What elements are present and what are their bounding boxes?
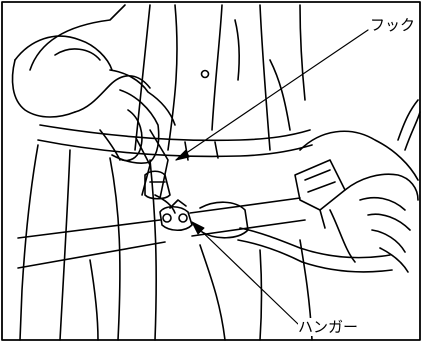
hook-leader-line <box>176 30 368 160</box>
throttle-grip <box>295 160 355 262</box>
operator-torso <box>30 5 305 150</box>
hanger-leader-line <box>192 222 298 324</box>
right-gloved-hand <box>300 100 420 272</box>
illustration-frame <box>2 2 420 340</box>
hanger-bracket <box>160 200 192 230</box>
shirt-button <box>202 71 209 78</box>
operator-belt <box>38 125 312 160</box>
operator-trousers <box>20 145 312 340</box>
hanger-label: ハンガー <box>298 318 358 336</box>
hook-label: フック <box>370 16 415 34</box>
